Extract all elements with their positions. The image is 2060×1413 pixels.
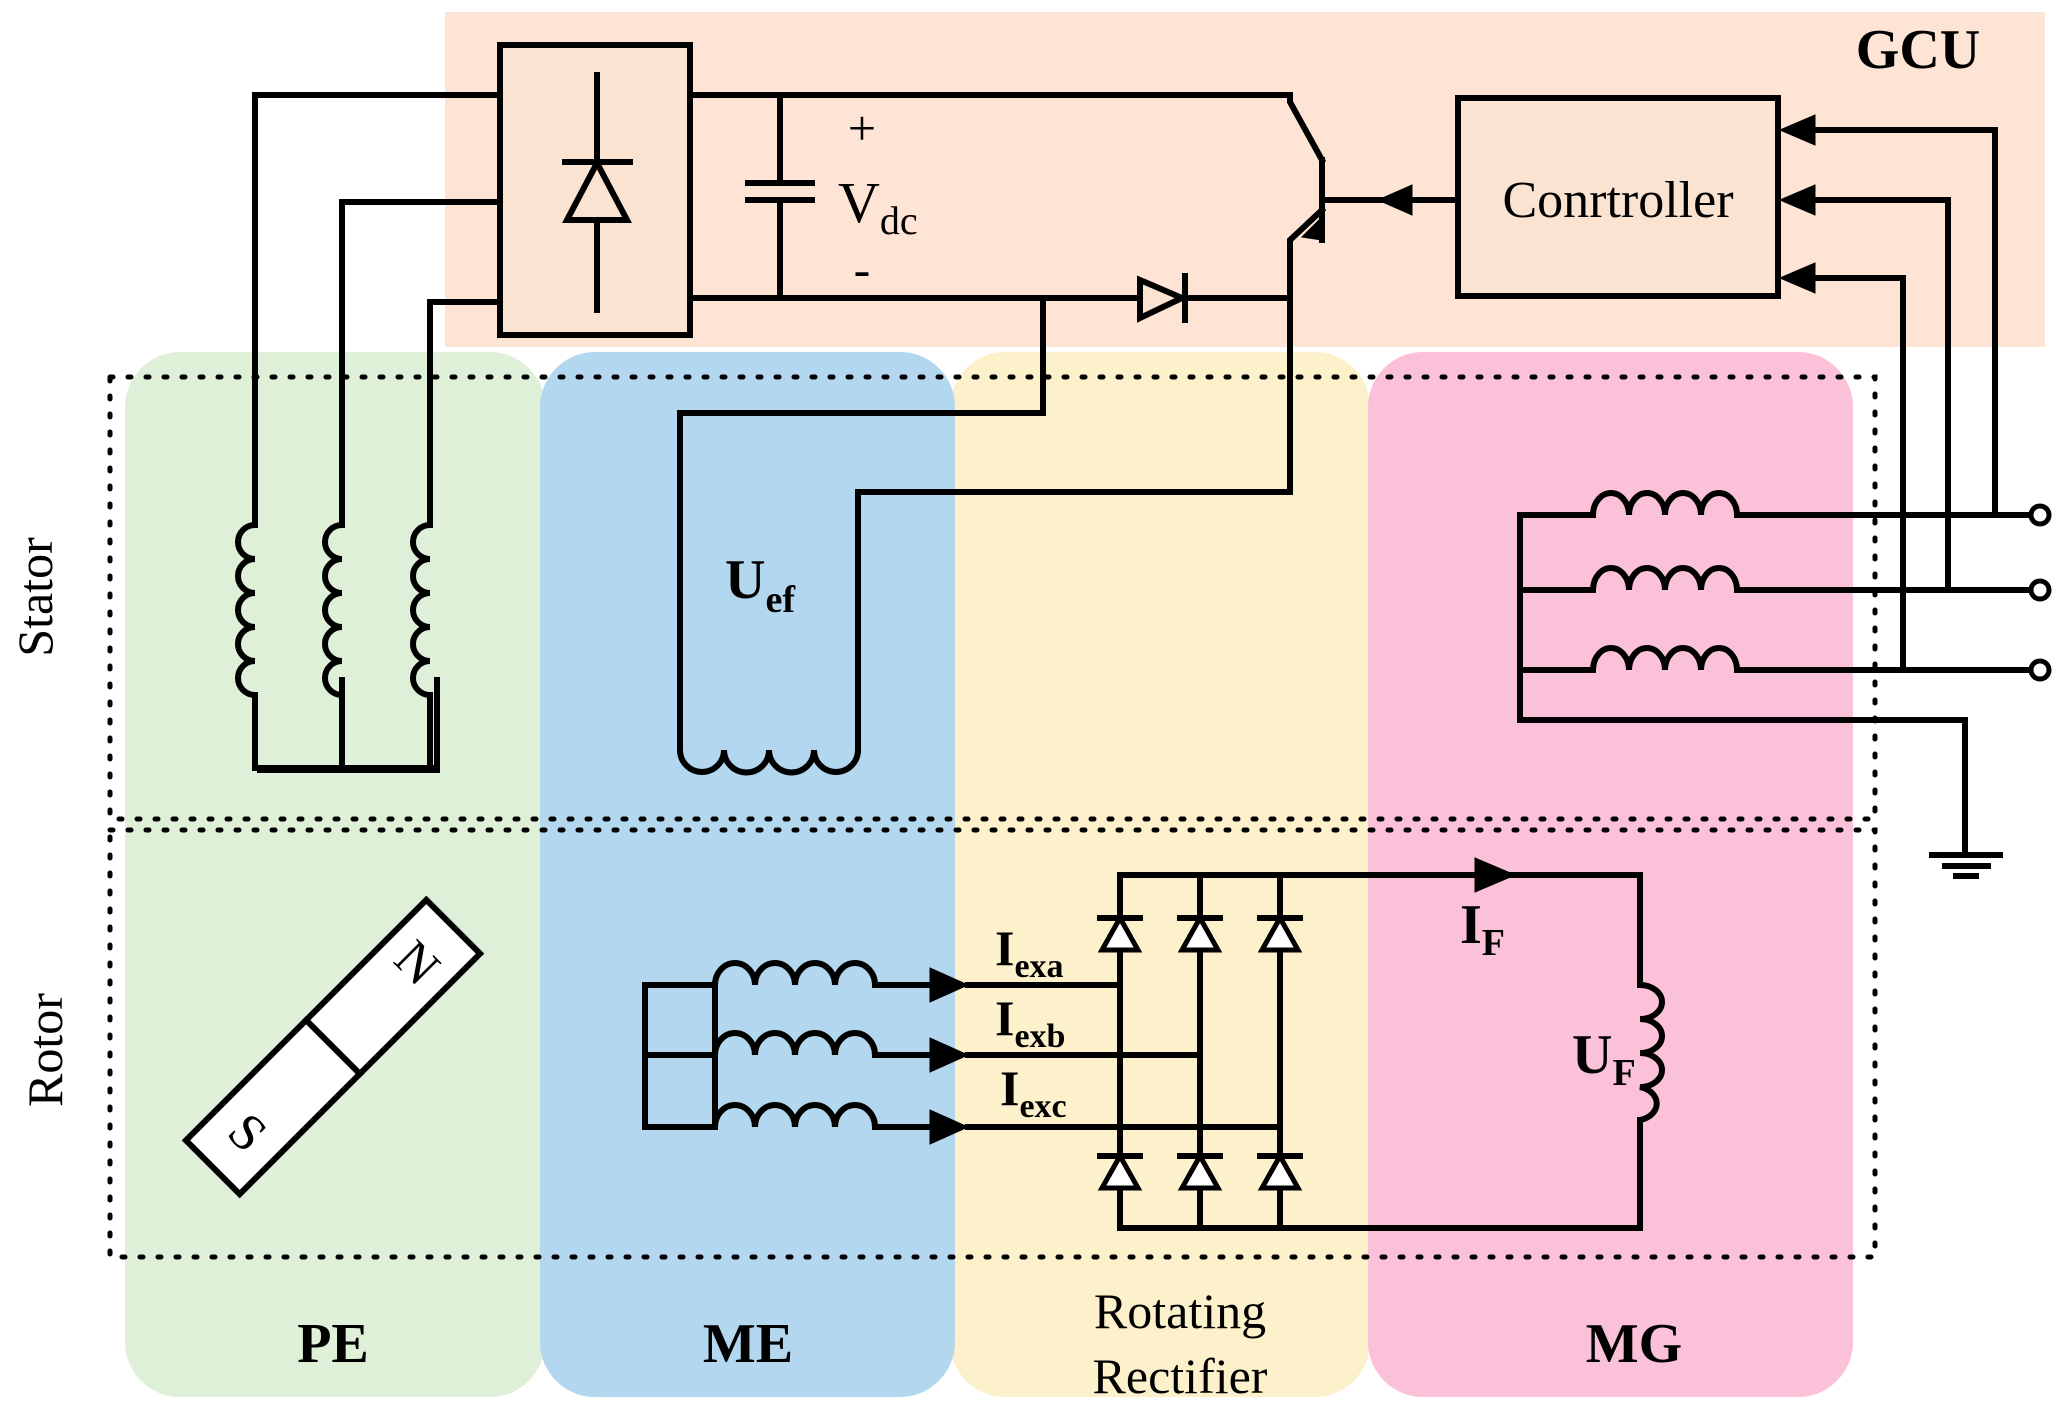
mg-label: MG bbox=[1586, 1313, 1682, 1375]
uef-label: Uef bbox=[725, 549, 796, 621]
vdc-minus: - bbox=[854, 241, 871, 297]
me-label: ME bbox=[703, 1313, 793, 1375]
iexa-label: Iexa bbox=[995, 920, 1064, 985]
uf-label: UF bbox=[1572, 1024, 1636, 1094]
iexb-label: Iexb bbox=[995, 990, 1065, 1055]
if-label: IF bbox=[1460, 894, 1505, 964]
me-stator-coil bbox=[677, 747, 861, 776]
controller-box bbox=[1455, 95, 1781, 299]
vdc-plus: + bbox=[848, 100, 876, 156]
terminal-c bbox=[2028, 658, 2052, 682]
rotor-label: Rotor bbox=[17, 993, 73, 1107]
me-rotor-coil-2 bbox=[712, 1030, 878, 1058]
pe-coil-3 bbox=[410, 522, 433, 698]
pe-region bbox=[125, 352, 545, 1397]
pe-label: PE bbox=[297, 1313, 369, 1375]
mg-field-coil bbox=[1637, 982, 1665, 1123]
pe-coil-2 bbox=[322, 522, 345, 698]
freewheel-diode-symbol bbox=[1137, 275, 1190, 323]
gcu-label: GCU bbox=[1856, 19, 1980, 81]
terminal-b bbox=[2028, 578, 2052, 602]
rectifier-bridge bbox=[1097, 872, 1303, 1231]
controller-label: Conrtroller bbox=[1502, 172, 1733, 229]
rectifier-label-1: Rotating bbox=[1094, 1283, 1266, 1339]
rotor-boundary bbox=[107, 827, 1878, 1260]
iexc-label: Iexc bbox=[1000, 1060, 1067, 1125]
me-rotor-coil-3 bbox=[712, 1102, 878, 1130]
if-arrow bbox=[1474, 857, 1517, 893]
terminal-a bbox=[2028, 503, 2052, 527]
mg-coil-3 bbox=[1590, 645, 1740, 673]
mg-coil-2 bbox=[1590, 565, 1740, 593]
stator-boundary bbox=[107, 374, 1878, 822]
permanent-magnet: N S bbox=[181, 895, 485, 1199]
ground-symbol bbox=[1929, 852, 2003, 879]
bridge-diode-symbol bbox=[562, 156, 632, 223]
pe-coil-1 bbox=[235, 522, 258, 698]
stator-label: Stator bbox=[7, 537, 63, 657]
vdc-label: Vdc bbox=[838, 170, 918, 243]
me-region bbox=[540, 352, 955, 1397]
transistor-emitter-arrow bbox=[1300, 216, 1323, 241]
rectifier-label-2: Rectifier bbox=[1093, 1348, 1268, 1404]
me-rotor-coil-1 bbox=[712, 960, 878, 988]
mg-coil-1 bbox=[1590, 490, 1740, 518]
